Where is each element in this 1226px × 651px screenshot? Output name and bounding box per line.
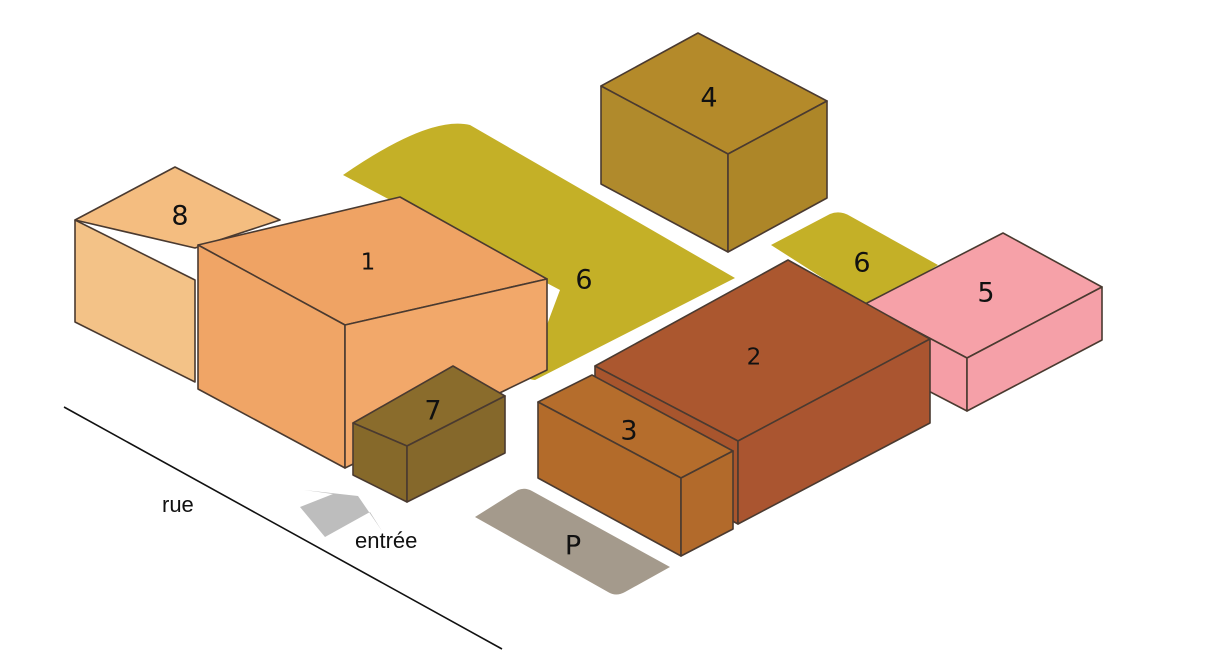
label-parking: P xyxy=(565,531,581,562)
building-8 xyxy=(74,166,281,383)
zone-6-small xyxy=(771,212,938,305)
label-building-8: 8 xyxy=(171,201,188,232)
building-3 xyxy=(537,374,734,557)
building-7 xyxy=(352,365,506,503)
parking-area xyxy=(475,488,670,595)
label-building-3: 3 xyxy=(620,416,637,447)
label-building-7: 7 xyxy=(424,396,441,427)
street-line xyxy=(63,406,503,650)
label-building-2: 2 xyxy=(747,345,762,371)
building-4 xyxy=(600,32,828,253)
street-label: rue xyxy=(162,492,194,517)
label-building-4: 4 xyxy=(700,83,717,114)
zone-6-large xyxy=(343,123,735,381)
label-building-5: 5 xyxy=(977,278,994,309)
entrance-label: entrée xyxy=(355,528,417,553)
entrance-arrow-icon xyxy=(300,490,382,537)
label-building-1: 1 xyxy=(361,250,376,276)
label-zone-6-large: 6 xyxy=(575,265,592,296)
label-zone-6-small: 6 xyxy=(853,248,870,279)
